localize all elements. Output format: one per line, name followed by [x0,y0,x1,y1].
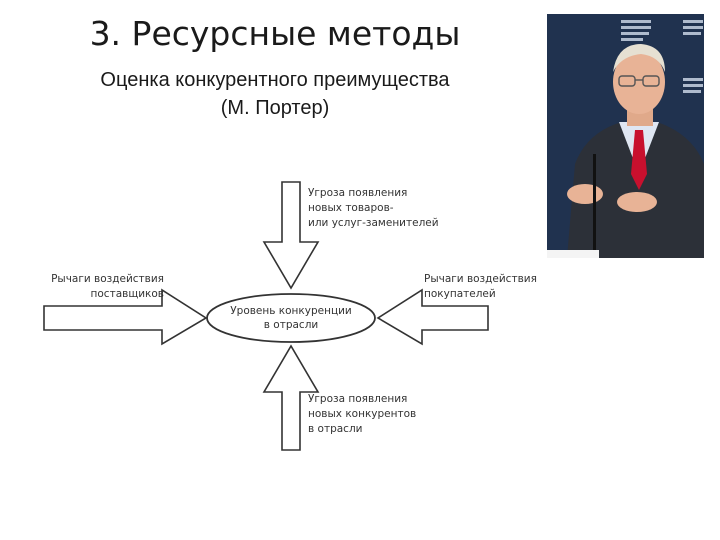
left-label-line2: поставщиков [91,288,164,300]
right-label-line1: Рычаги воздействия [424,273,537,285]
slide-subtitle: Оценка конкурентного преимущества (М. По… [40,66,510,122]
center-ellipse [206,293,376,343]
bottom-label-line3: в отрасли [308,423,362,435]
arrow-left [43,288,208,346]
bottom-label-line2: новых конкурентов [308,408,416,420]
slide-title: 3. Ресурсные методы [89,14,461,53]
center-label-line2: в отрасли [264,319,318,331]
subtitle-line-1: Оценка конкурентного преимущества [100,69,450,91]
arrow-bottom [262,344,320,451]
subtitle-line-2: (М. Портер) [220,97,330,119]
portrait-illustration [547,14,704,258]
portrait-photo [547,14,704,258]
arrow-top [262,181,320,290]
left-label-line1: Рычаги воздействия [51,273,164,285]
top-label-line1: Угроза появления [308,187,407,199]
right-label-line2: покупателей [424,288,496,300]
arrow-right [376,288,489,346]
top-label-line3: или услуг-заменителей [308,217,439,229]
top-label-line2: новых товаров- [308,202,394,214]
bottom-label-line1: Угроза появления [308,393,407,405]
center-label-line1: Уровень конкуренции [230,305,352,317]
